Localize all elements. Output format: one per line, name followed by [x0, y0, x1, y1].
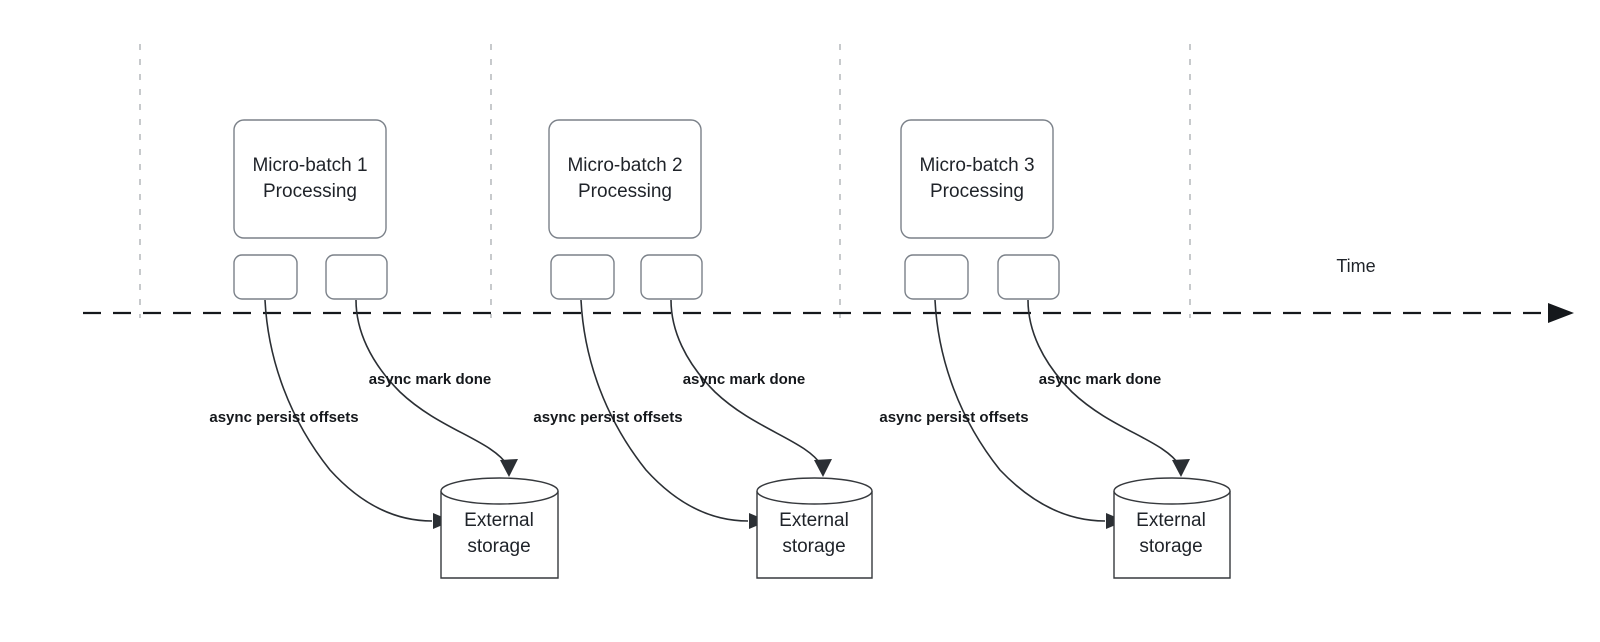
micro-batch-1-label-line1: Micro-batch 1	[252, 155, 367, 176]
micro-batch-1-label-line2: Processing	[263, 181, 357, 202]
micro-batch-3-label-line1: Micro-batch 3	[919, 155, 1034, 176]
batch-3-edge-mark-done-arrowhead-icon	[1172, 459, 1190, 477]
batch-1-storage-top-ellipse	[440, 477, 559, 505]
batch-2-edge-mark-done-arrowhead-icon	[814, 459, 832, 477]
batch-3-storage-body	[1113, 491, 1231, 579]
batch-group-3: Micro-batch 3 Processing async persist o…	[879, 119, 1231, 579]
batch-3-external-storage[interactable]: External storage	[1113, 477, 1231, 579]
batch-1-storage-label-line1: External	[464, 510, 534, 531]
micro-batch-3-box[interactable]: Micro-batch 3 Processing	[900, 119, 1054, 239]
timeline-axis: Time	[83, 256, 1574, 323]
batch-3-task-box-mark[interactable]	[997, 254, 1060, 300]
micro-batch-2-rect	[548, 119, 702, 239]
batch-3-edge-persist-offsets	[934, 299, 1106, 522]
batch-group-1: Micro-batch 1 Processing async persist o…	[209, 119, 559, 579]
batch-1-label-async-persist-offsets: async persist offsets	[209, 409, 358, 426]
batch-1-external-storage[interactable]: External storage	[440, 477, 559, 579]
batch-group-2: Micro-batch 2 Processing async persist o…	[533, 119, 873, 579]
batch-1-storage-body	[440, 491, 559, 579]
batch-1-edge-mark-done-arrowhead-icon	[500, 459, 518, 477]
micro-batch-2-label-line1: Micro-batch 2	[567, 155, 682, 176]
guide-lines-group	[139, 44, 1191, 318]
batch-2-task-box-persist[interactable]	[550, 254, 615, 300]
batch-2-edge-persist-offsets	[580, 299, 749, 522]
batch-1-edge-persist-offsets	[264, 299, 433, 522]
batch-2-storage-label-line2: storage	[782, 536, 845, 557]
time-axis-label: Time	[1336, 256, 1375, 276]
batch-3-storage-top-ellipse	[1113, 477, 1231, 505]
batch-1-label-async-mark-done: async mark done	[369, 371, 492, 388]
batch-2-external-storage[interactable]: External storage	[756, 477, 873, 579]
timeline-arrowhead-icon	[1548, 303, 1574, 323]
batch-3-label-async-persist-offsets: async persist offsets	[879, 409, 1028, 426]
batch-2-task-box-mark[interactable]	[640, 254, 703, 300]
batch-3-storage-label-line1: External	[1136, 510, 1206, 531]
micro-batch-1-rect	[233, 119, 387, 239]
batch-2-edge-mark-done	[670, 299, 823, 467]
micro-batch-1-box[interactable]: Micro-batch 1 Processing	[233, 119, 387, 239]
batch-2-storage-top-ellipse	[756, 477, 873, 505]
batch-2-label-async-mark-done: async mark done	[683, 371, 806, 388]
batch-3-edge-mark-done	[1027, 299, 1181, 467]
batch-2-storage-body	[756, 491, 873, 579]
micro-batch-2-label-line2: Processing	[578, 181, 672, 202]
batch-2-storage-label-line1: External	[779, 510, 849, 531]
batch-1-edge-mark-done	[355, 299, 509, 467]
micro-batch-3-label-line2: Processing	[930, 181, 1024, 202]
batch-2-label-async-persist-offsets: async persist offsets	[533, 409, 682, 426]
batch-3-label-async-mark-done: async mark done	[1039, 371, 1162, 388]
batch-3-task-box-persist[interactable]	[904, 254, 969, 300]
batch-1-task-box-mark[interactable]	[325, 254, 388, 300]
micro-batch-2-box[interactable]: Micro-batch 2 Processing	[548, 119, 702, 239]
batch-3-storage-label-line2: storage	[1139, 536, 1202, 557]
micro-batch-3-rect	[900, 119, 1054, 239]
batch-1-task-box-persist[interactable]	[233, 254, 298, 300]
batch-1-storage-label-line2: storage	[467, 536, 530, 557]
